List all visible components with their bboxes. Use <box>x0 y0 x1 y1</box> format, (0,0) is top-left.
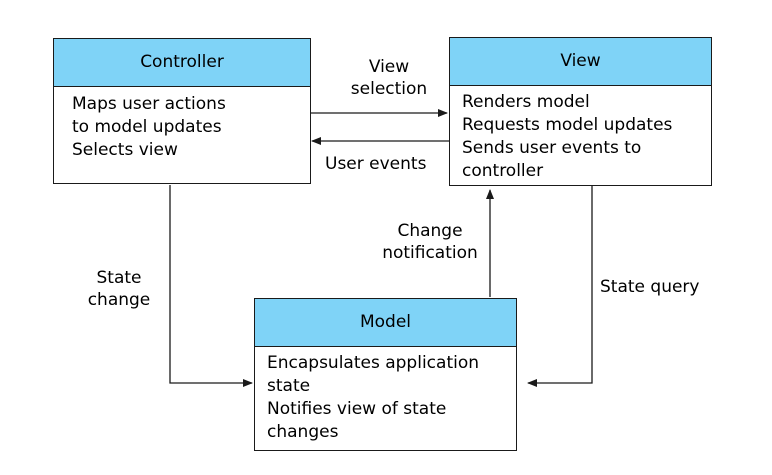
model-line: Encapsulates application <box>267 353 480 373</box>
model-line: state <box>267 376 311 396</box>
model-line: Notifies view of state <box>267 399 447 419</box>
view-title: View <box>450 38 711 86</box>
model-box: Model Encapsulates application state Not… <box>254 298 517 451</box>
view-line: controller <box>462 161 544 181</box>
controller-line: Maps user actions <box>72 94 226 114</box>
arrow-state-query <box>527 185 593 387</box>
model-line: changes <box>267 422 339 442</box>
controller-line: to model updates <box>72 117 222 137</box>
controller-line: Selects view <box>72 140 178 160</box>
arrow-state-change <box>169 185 253 387</box>
label-line: selection <box>350 79 428 99</box>
view-line: Renders model <box>462 92 590 112</box>
model-title: Model <box>255 299 516 347</box>
model-responsibilities: Encapsulates application state Notifies … <box>255 347 516 444</box>
label-line: Change <box>397 221 463 241</box>
label-line: View <box>368 57 410 77</box>
view-line: Sends user events to <box>462 138 642 158</box>
controller-box: Controller Maps user actions to model up… <box>53 38 311 184</box>
view-responsibilities: Renders model Requests model updates Sen… <box>450 86 711 183</box>
label-line: State <box>96 268 142 288</box>
controller-title: Controller <box>54 39 310 87</box>
controller-responsibilities: Maps user actions to model updates Selec… <box>54 87 310 162</box>
view-line: Requests model updates <box>462 115 673 135</box>
label-user-events: User events <box>325 154 427 174</box>
label-change-notification: Change notification <box>374 220 486 264</box>
label-line: notification <box>382 243 478 263</box>
label-state-change: State change <box>80 267 158 311</box>
label-line: change <box>87 290 151 310</box>
label-view-selection: View selection <box>343 56 435 100</box>
view-box: View Renders model Requests model update… <box>449 37 712 186</box>
label-state-query: State query <box>600 277 700 297</box>
